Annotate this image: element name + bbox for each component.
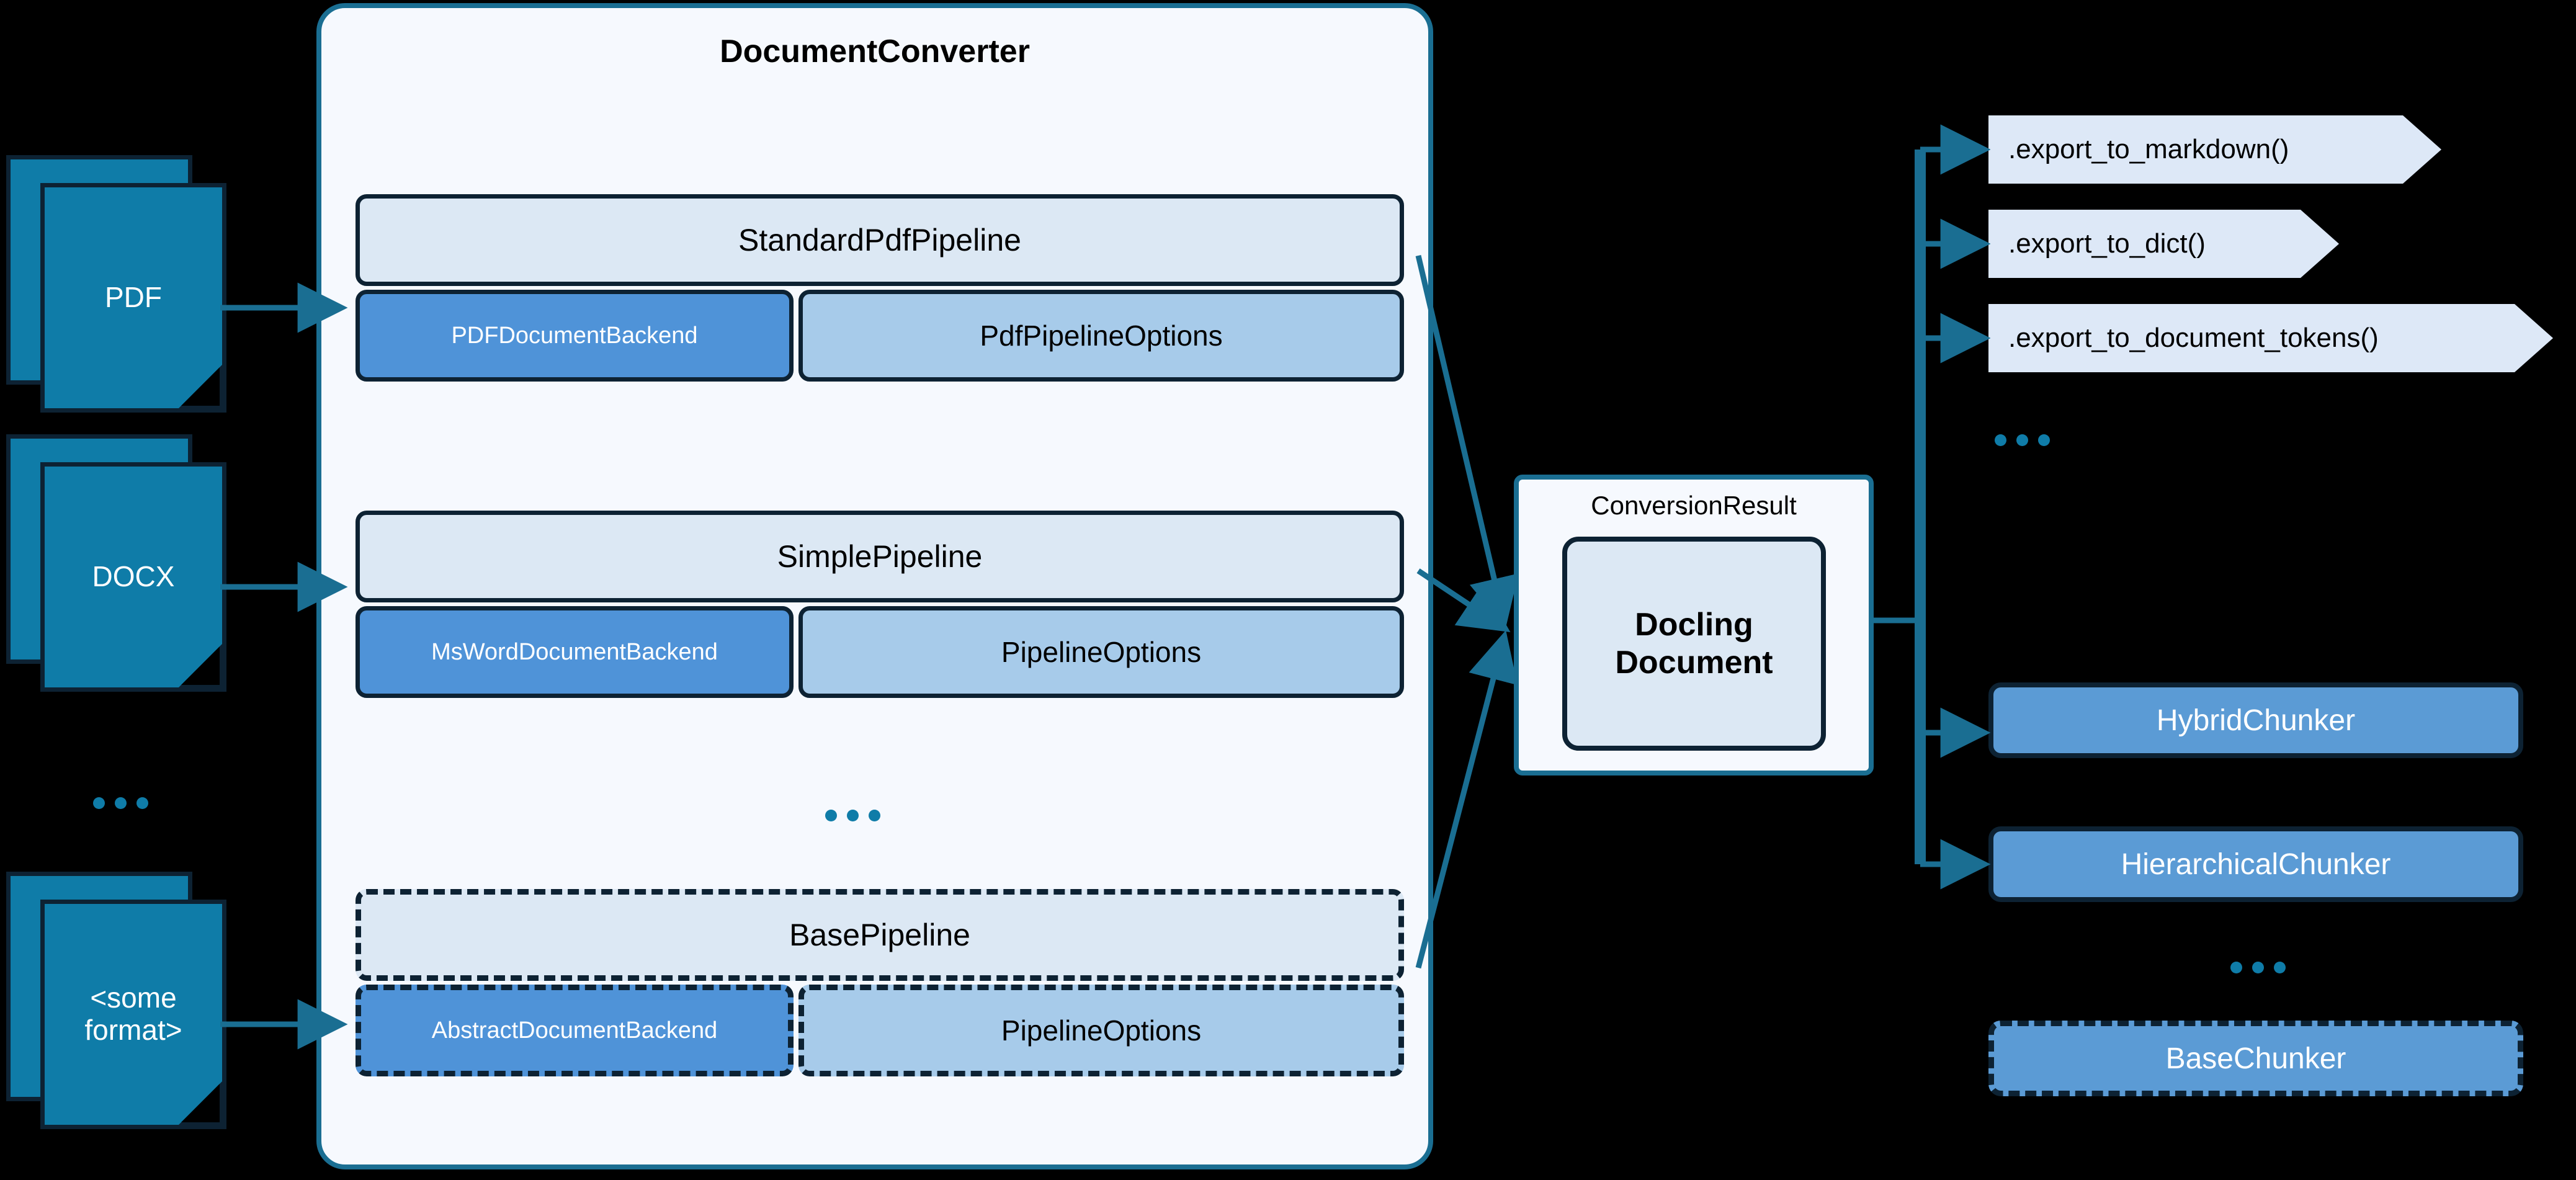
options-pipeline-base[interactable]: PipelineOptions xyxy=(798,985,1404,1076)
pipeline-name-standard-pdf: StandardPdfPipeline xyxy=(356,194,1404,286)
dot xyxy=(2230,962,2242,973)
dot xyxy=(2252,962,2264,973)
export-to-dict-chevron[interactable]: .export_to_dict() xyxy=(1988,210,2339,278)
dot xyxy=(115,797,127,809)
backend-abstract-document[interactable]: AbstractDocumentBackend xyxy=(356,985,794,1076)
conversion-result-title: ConversionResult xyxy=(1591,491,1797,520)
export-label-document-tokens: .export_to_document_tokens() xyxy=(2008,323,2379,353)
chunkers-ellipsis xyxy=(2230,962,2286,973)
chunker-label-hybrid: HybridChunker xyxy=(2156,704,2356,737)
pipeline-name-base: BasePipeline xyxy=(356,889,1404,981)
options-pipeline[interactable]: PipelineOptions xyxy=(798,606,1404,698)
pipeline-group-simple[interactable]: SimplePipeline MsWordDocumentBackend Pip… xyxy=(356,511,1404,698)
input-label-docx: DOCX xyxy=(92,560,175,593)
pipeline-group-base[interactable]: BasePipeline AbstractDocumentBackend Pip… xyxy=(356,889,1404,1076)
dot xyxy=(869,810,880,821)
backend-msword-document[interactable]: MsWordDocumentBackend xyxy=(356,606,794,698)
chunker-label-base: BaseChunker xyxy=(2165,1042,2346,1075)
export-label-markdown: .export_to_markdown() xyxy=(2008,134,2289,164)
export-to-document-tokens-chevron[interactable]: .export_to_document_tokens() xyxy=(1988,304,2553,372)
base-chunker-box[interactable]: BaseChunker xyxy=(1988,1021,2523,1096)
export-to-markdown-chevron[interactable]: .export_to_markdown() xyxy=(1988,115,2441,184)
options-pdf-pipeline[interactable]: PdfPipelineOptions xyxy=(798,290,1404,382)
doc-front-sheet: PDF xyxy=(40,183,226,413)
input-label-pdf: PDF xyxy=(105,281,162,314)
page-title: DocumentConverter xyxy=(720,34,1030,69)
hybrid-chunker-box[interactable]: HybridChunker xyxy=(1988,682,2523,758)
chunker-label-hierarchical: HierarchicalChunker xyxy=(2121,847,2391,881)
hierarchical-chunker-box[interactable]: HierarchicalChunker xyxy=(1988,826,2523,902)
inputs-ellipsis xyxy=(93,797,148,809)
dot xyxy=(2016,434,2028,446)
dot xyxy=(825,810,837,821)
backend-pdf-document[interactable]: PDFDocumentBackend xyxy=(356,290,794,382)
dot xyxy=(2274,962,2286,973)
dot xyxy=(2038,434,2050,446)
exports-ellipsis xyxy=(1995,434,2050,446)
dot xyxy=(93,797,105,809)
export-label-dict: .export_to_dict() xyxy=(2008,228,2206,259)
dot xyxy=(847,810,859,821)
dot xyxy=(136,797,148,809)
pipelines-ellipsis xyxy=(825,810,880,821)
dot xyxy=(1995,434,2006,446)
doc-front-sheet: DOCX xyxy=(40,462,226,692)
pipeline-group-standard-pdf[interactable]: StandardPdfPipeline PDFDocumentBackend P… xyxy=(356,194,1404,382)
pipeline-name-simple: SimplePipeline xyxy=(356,511,1404,602)
document-converter-panel[interactable]: DocumentConverter StandardPdfPipeline PD… xyxy=(316,3,1433,1169)
